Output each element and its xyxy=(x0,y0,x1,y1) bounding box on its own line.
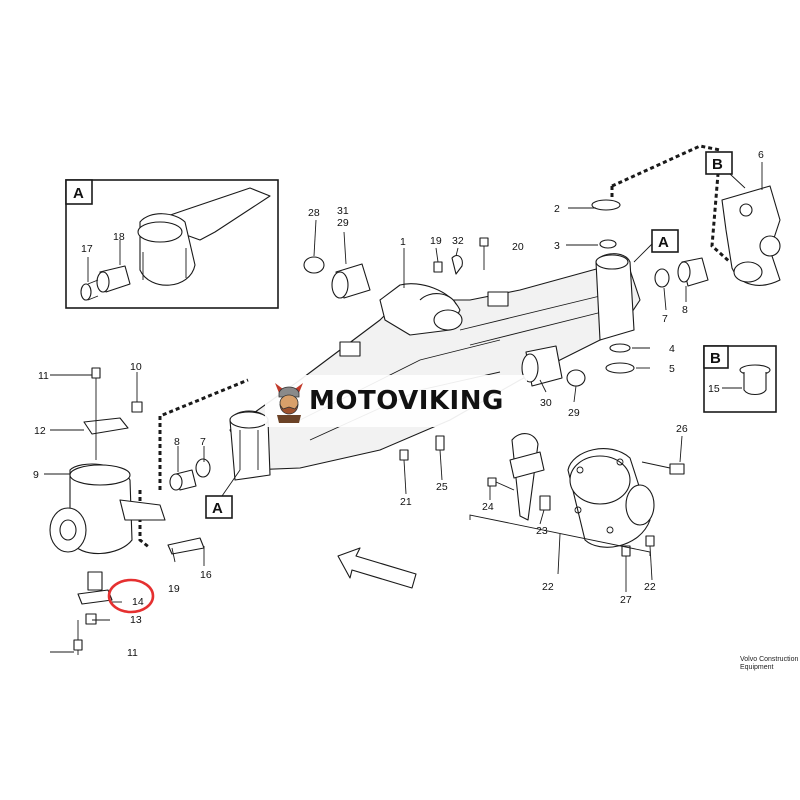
part-label-1: 1 xyxy=(400,236,406,248)
view-markers: B A A xyxy=(205,151,746,519)
part-label-2: 2 xyxy=(554,203,560,215)
brand-watermark-text: MOTOVIKING xyxy=(309,386,504,416)
part-label-29-top: 28 xyxy=(308,207,320,219)
part-label-14: 14 xyxy=(132,596,144,608)
part-number-labels: 1 2 3 4 5 6 7 8 7 8 9 10 11 11 12 13 14 … xyxy=(33,149,764,659)
view-marker-b-top: B xyxy=(712,156,723,173)
part-label-22-right: 22 xyxy=(644,581,656,593)
part-label-21: 20 xyxy=(512,241,524,253)
part-label-16: 16 xyxy=(200,569,212,581)
brand-watermark: MOTOVIKING xyxy=(265,375,527,427)
part-label-5: 5 xyxy=(669,363,675,375)
part-label-19: 18 xyxy=(113,231,125,243)
manufacturer-caption: Volvo Construction Equipment xyxy=(740,656,800,672)
part-label-26: 25 xyxy=(436,481,448,493)
part-label-11-top: 11 xyxy=(38,370,49,382)
part-label-11-bottom: 11 xyxy=(127,647,138,659)
part-label-17: 19 xyxy=(168,583,180,595)
part-label-30-bottom: 30 xyxy=(540,397,552,409)
highlight-circle-part-14 xyxy=(107,578,155,614)
detail-box-a-label: A xyxy=(73,185,84,202)
part-label-15: 15 xyxy=(708,383,720,395)
part-label-4: 4 xyxy=(669,343,675,355)
part-label-8-left: 8 xyxy=(174,436,180,448)
part-label-6: 6 xyxy=(758,149,764,161)
part-label-12: 12 xyxy=(34,425,46,437)
part-label-3: 3 xyxy=(554,240,560,252)
leader-lines xyxy=(44,162,763,653)
detail-box-b-label: B xyxy=(710,350,721,367)
manufacturer-caption-line-2: Equipment xyxy=(740,664,774,671)
detail-box-a: A 17 18 xyxy=(65,179,279,309)
part-label-31: 31 xyxy=(337,205,349,217)
fasteners xyxy=(399,237,685,557)
part-label-18: 17 xyxy=(81,243,93,255)
part-label-22-mid: 21 xyxy=(400,496,412,508)
detail-box-b: B 15 xyxy=(703,345,777,413)
view-marker-a-left: A xyxy=(212,500,223,517)
part-label-24: 23 xyxy=(536,525,548,537)
part-label-27: 26 xyxy=(676,423,688,435)
part-label-13: 13 xyxy=(130,614,142,626)
part-label-7-right: 7 xyxy=(662,313,668,325)
part-label-20: 19 xyxy=(430,235,442,247)
bracket-23 xyxy=(469,514,651,575)
part-label-32: 32 xyxy=(452,235,464,247)
part-label-9: 9 xyxy=(33,469,39,481)
part-label-10: 10 xyxy=(130,361,142,373)
part-label-28: 27 xyxy=(620,594,632,606)
part-label-25: 24 xyxy=(482,501,494,513)
bushings-and-seals xyxy=(169,199,709,491)
view-marker-a-right: A xyxy=(658,234,669,251)
differential-carrier xyxy=(509,433,655,548)
axle-housing xyxy=(229,253,641,481)
viking-warrior-logo-icon xyxy=(275,383,303,423)
steering-knuckle xyxy=(49,367,205,655)
manufacturer-caption-line-1: Volvo Construction xyxy=(740,656,799,663)
part-label-8-right: 8 xyxy=(682,304,688,316)
part-label-29-bottom: 29 xyxy=(568,407,580,419)
part-label-23: 22 xyxy=(542,581,554,593)
part-label-7-left: 7 xyxy=(200,436,206,448)
part-label-30-top: 29 xyxy=(337,217,349,229)
forward-direction-arrow xyxy=(337,547,417,589)
pivot-bracket-right xyxy=(721,185,781,286)
